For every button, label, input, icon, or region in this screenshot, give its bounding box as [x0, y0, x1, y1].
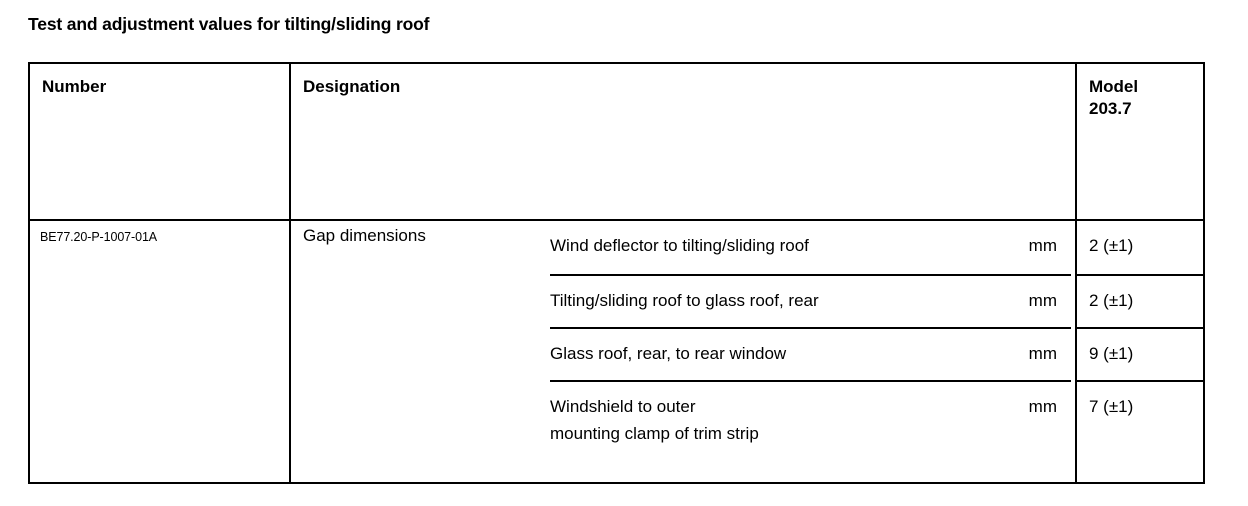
measurement-row: Windshield to outer mounting clamp of tr… [550, 380, 1071, 486]
measurement-list: Wind deflector to tilting/sliding roof m… [550, 221, 1071, 482]
model-value: 9 (±1) [1077, 327, 1203, 380]
measurement-row: Wind deflector to tilting/sliding roof m… [550, 221, 1071, 274]
measurement-unit: mm [1028, 397, 1057, 416]
cell-number-value: BE77.20-P-1007-01A [40, 230, 158, 244]
column-header-number: Number [42, 77, 107, 96]
model-value: 2 (±1) [1089, 236, 1134, 255]
specification-table: Number Designation Model 203.7 BE77.20-P… [28, 62, 1205, 484]
model-value-list: 2 (±1) 2 (±1) 9 (±1) 7 (±1) [1077, 221, 1203, 482]
column-header-model: Model 203.7 [1089, 76, 1138, 231]
column-divider-designation-model [1075, 64, 1077, 482]
header-body-divider [30, 219, 1203, 221]
measurement-unit: mm [1028, 344, 1057, 363]
measurement-description: Glass roof, rear, to rear window [550, 344, 787, 363]
measurement-row: Glass roof, rear, to rear window mm [550, 327, 1071, 380]
measurement-row: Tilting/sliding roof to glass roof, rear… [550, 274, 1071, 327]
measurement-unit: mm [1028, 236, 1057, 255]
page-title: Test and adjustment values for tilting/s… [28, 14, 430, 34]
measurement-description: Windshield to outer mounting clamp of tr… [550, 397, 759, 443]
model-value: 2 (±1) [1077, 274, 1203, 327]
column-header-model-line1: Model [1089, 77, 1139, 96]
model-value: 7 (±1) [1077, 380, 1203, 486]
cell-designation-value: Gap dimensions [303, 226, 426, 245]
column-divider-number-designation [289, 64, 291, 482]
measurement-description: Wind deflector to tilting/sliding roof [550, 236, 809, 255]
column-header-model-line2: 203.7 [1089, 99, 1132, 118]
column-header-designation: Designation [303, 77, 401, 96]
measurement-unit: mm [1028, 291, 1057, 310]
measurement-description: Tilting/sliding roof to glass roof, rear [550, 291, 819, 310]
